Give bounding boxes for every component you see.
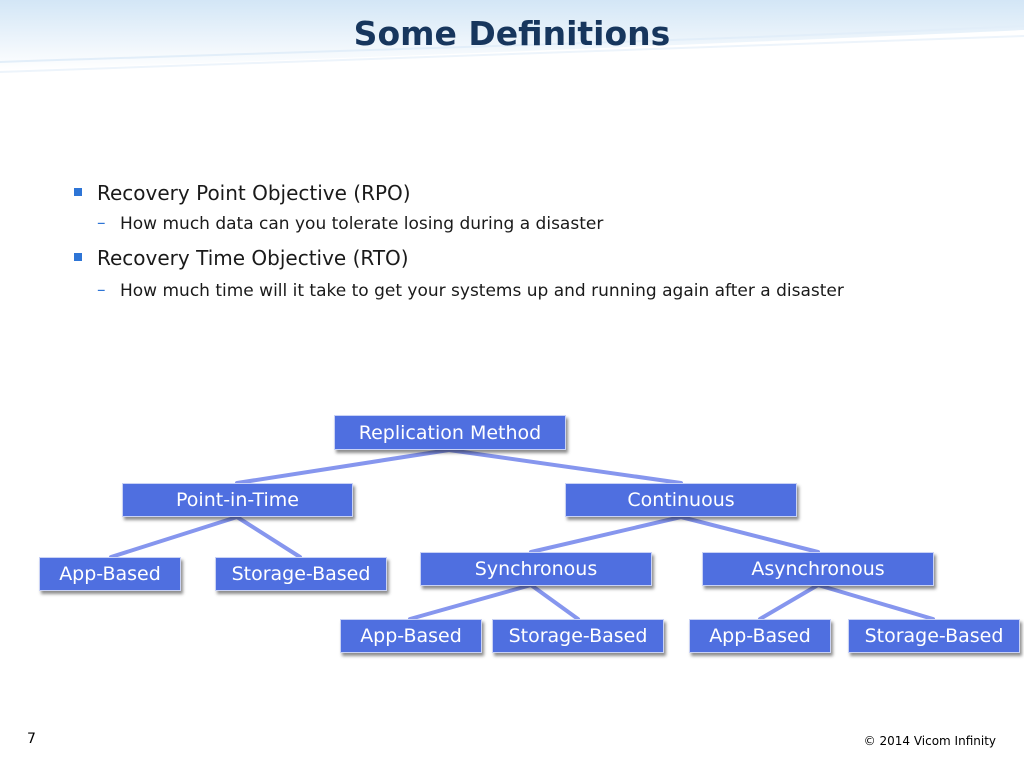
node-asynchronous: Asynchronous [702, 552, 934, 586]
node-pit-storage-based: Storage-Based [215, 557, 387, 591]
connector-line [408, 583, 533, 621]
bullet-text: Recovery Time Objective (RTO) [97, 246, 409, 270]
sub-bullet-text: How much data can you tolerate losing du… [120, 214, 604, 234]
node-async-storage-based: Storage-Based [848, 619, 1020, 653]
node-continuous: Continuous [565, 483, 797, 517]
page-number: 7 [27, 731, 36, 747]
header-swoosh-decoration [0, 0, 1024, 73]
sub-bullet-text: How much time will it take to get your s… [120, 281, 844, 301]
connector-line [529, 583, 580, 621]
dash-bullet-icon: – [97, 213, 106, 233]
node-synchronous: Synchronous [420, 552, 652, 586]
node-async-app-based: App-Based [689, 619, 831, 653]
connector-line [447, 448, 683, 485]
connector-line [816, 583, 935, 621]
connector-line [235, 515, 302, 559]
node-sync-app-based: App-Based [340, 619, 482, 653]
copyright-notice: © 2014 Vicom Infinity [863, 734, 996, 748]
node-pit-app-based: App-Based [39, 557, 181, 591]
page-title: Some Definitions [353, 14, 671, 53]
bullet-text: Recovery Point Objective (RPO) [97, 181, 411, 205]
square-bullet-icon [74, 188, 82, 196]
connector-line [529, 515, 683, 554]
connector-line [758, 583, 820, 621]
node-replication-method: Replication Method [334, 415, 566, 450]
connector-line [109, 515, 239, 559]
dash-bullet-icon: – [97, 280, 106, 300]
connector-line [235, 448, 451, 485]
square-bullet-icon [74, 253, 82, 261]
node-point-in-time: Point-in-Time [122, 483, 353, 517]
node-sync-storage-based: Storage-Based [492, 619, 664, 653]
connector-line [679, 515, 820, 554]
